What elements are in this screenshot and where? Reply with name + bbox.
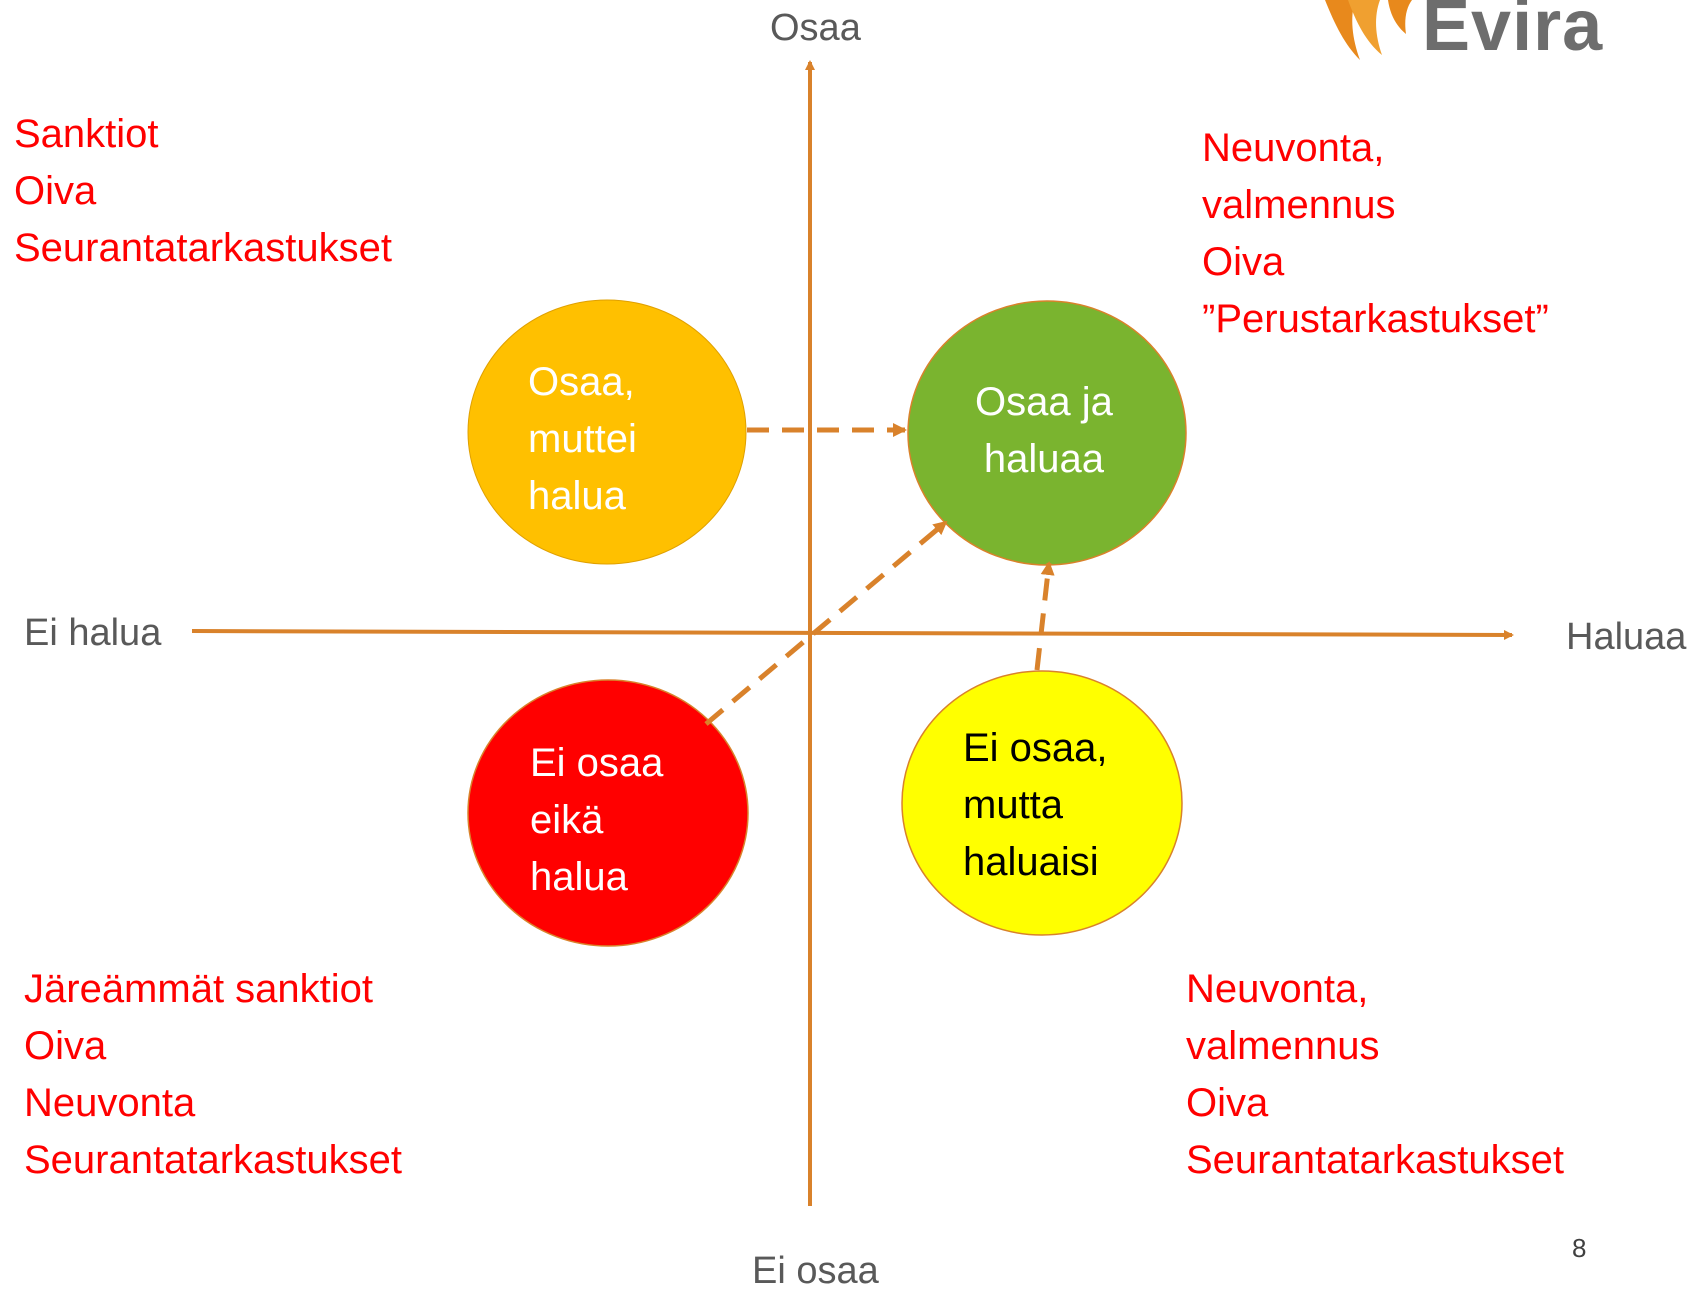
quadrant-text-bottom-right: Neuvonta, valmennus Oiva Seurantatarkast… (1186, 961, 1564, 1189)
quadrant-line: Seurantatarkastukset (24, 1138, 402, 1182)
quadrant-line: valmennus (1186, 1024, 1380, 1068)
evira-logo-text: Evira (1422, 0, 1604, 66)
circle-line: Osaa ja (975, 380, 1113, 424)
page-number: 8 (1572, 1233, 1587, 1263)
quadrant-line: ”Perustarkastukset” (1202, 297, 1549, 341)
circle-label-red: Ei osaa eikä halua (530, 735, 663, 906)
axis-label-left: Ei halua (24, 612, 162, 654)
circle-line: haluaa (983, 437, 1104, 481)
dashed-arrow-red-to-green (704, 520, 948, 726)
quadrant-line: Oiva (14, 169, 97, 213)
quadrant-line: Järeämmät sanktiot (24, 967, 374, 1011)
circle-line: halua (530, 855, 628, 899)
quadrant-line: Seurantatarkastukset (14, 226, 392, 270)
quadrant-line: Neuvonta, (1202, 126, 1385, 170)
quadrant-line: Neuvonta, (1186, 967, 1369, 1011)
quadrant-line: Oiva (1186, 1081, 1269, 1125)
circle-line: Osaa, (528, 360, 635, 404)
circle-line: eikä (530, 798, 604, 842)
circle-label-orange: Osaa, muttei halua (528, 354, 637, 525)
quadrant-text-bottom-left: Järeämmät sanktiot Oiva Neuvonta Seurant… (24, 961, 402, 1189)
axis-label-right: Haluaa (1566, 616, 1687, 658)
quadrant-line: valmennus (1202, 183, 1396, 227)
circle-ei-osaa-eika-halua (467, 679, 749, 947)
evira-logo-icon (1325, 0, 1412, 60)
quadrant-line: Seurantatarkastukset (1186, 1138, 1564, 1182)
axis-label-bottom: Ei osaa (752, 1250, 879, 1292)
circle-line: Ei osaa (530, 741, 664, 785)
horizontal-axis (191, 629, 1514, 640)
circle-line: halua (528, 474, 626, 518)
quadrant-text-top-right: Neuvonta, valmennus Oiva ”Perustarkastuk… (1202, 120, 1549, 348)
quadrant-line: Oiva (1202, 240, 1285, 284)
circle-line: Ei osaa, (963, 726, 1108, 770)
circle-osaa-muttei-halua (467, 299, 747, 565)
quadrant-text-top-left: Sanktiot Oiva Seurantatarkastukset (14, 106, 392, 277)
circle-line: muttei (528, 417, 637, 461)
quadrant-line: Sanktiot (14, 112, 159, 156)
quadrant-line: Neuvonta (24, 1081, 196, 1125)
circle-ei-osaa-mutta-haluaisi (901, 670, 1183, 936)
circle-line: mutta (963, 783, 1064, 827)
circle-label-green: Osaa ja haluaa (975, 374, 1113, 488)
circle-line: haluaisi (963, 840, 1099, 884)
dashed-arrow-yellow-to-green (1034, 561, 1055, 671)
axis-label-top: Osaa (770, 7, 861, 49)
quadrant-line: Oiva (24, 1024, 107, 1068)
circle-label-yellow: Ei osaa, mutta haluaisi (963, 720, 1108, 891)
